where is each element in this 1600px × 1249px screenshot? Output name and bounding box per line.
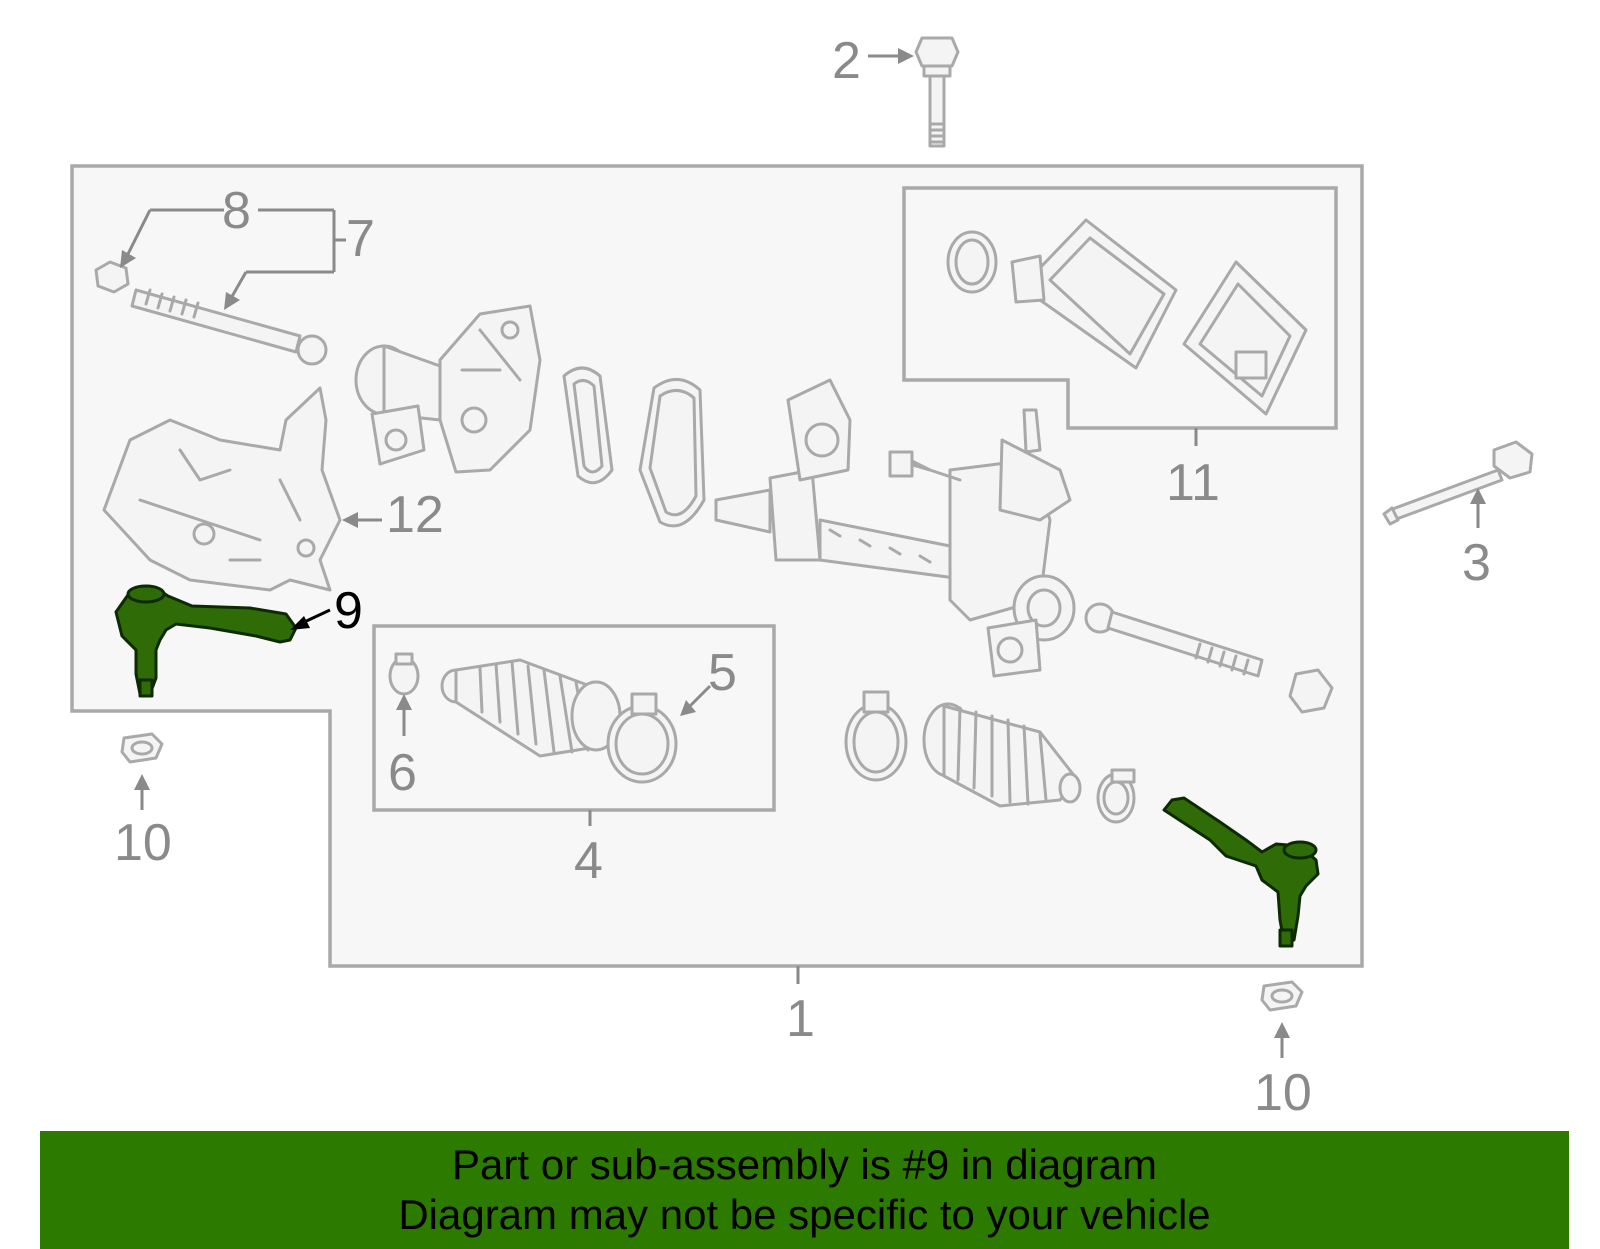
- steering-gear-rack: [714, 378, 1076, 678]
- boot-clamp-small-right: [1096, 768, 1136, 824]
- banner-line-1: Part or sub-assembly is #9 in diagram: [452, 1141, 1157, 1188]
- callout-11: 11: [1166, 454, 1220, 512]
- callout-3: 3: [1462, 534, 1491, 592]
- outer-tie-rod-end-9-left: [114, 584, 298, 698]
- callout-7: 7: [346, 210, 375, 268]
- nut-10-left: [120, 732, 164, 764]
- bolt-3: [1382, 440, 1534, 526]
- callout-5: 5: [708, 644, 737, 702]
- outer-tie-rod-end-9-right: [1162, 796, 1320, 948]
- boot-clamp-large-5: [606, 692, 678, 784]
- rack-boot-right: [922, 702, 1082, 808]
- boot-clamp-large-right: [844, 690, 908, 782]
- callout-10-right: 10: [1254, 1064, 1312, 1122]
- callout-4: 4: [574, 832, 603, 890]
- nut-10-right: [1260, 980, 1304, 1012]
- callout-1: 1: [786, 990, 815, 1048]
- subassembly-11-box: [902, 186, 1338, 430]
- nut-8: [94, 260, 130, 294]
- banner-line-2: Diagram may not be specific to your vehi…: [398, 1191, 1211, 1238]
- inner-tie-rod-right: [1084, 602, 1334, 714]
- control-module-11: [946, 218, 1308, 416]
- subassembly-4-box: [372, 624, 776, 812]
- heat-shield-12: [102, 386, 342, 592]
- callout-6: 6: [388, 744, 417, 802]
- bolt-2: [914, 36, 960, 148]
- callout-9: 9: [334, 582, 363, 640]
- callout-8: 8: [222, 182, 251, 240]
- motor-gear-housing: [354, 304, 542, 474]
- callout-2: 2: [832, 32, 861, 90]
- callout-10-left: 10: [114, 814, 172, 872]
- rack-boot-4: [440, 658, 622, 758]
- callout-12: 12: [386, 486, 444, 544]
- notice-banner: Part or sub-assembly is #9 in diagram Di…: [40, 1131, 1569, 1249]
- inner-tie-rod-7: [130, 288, 328, 366]
